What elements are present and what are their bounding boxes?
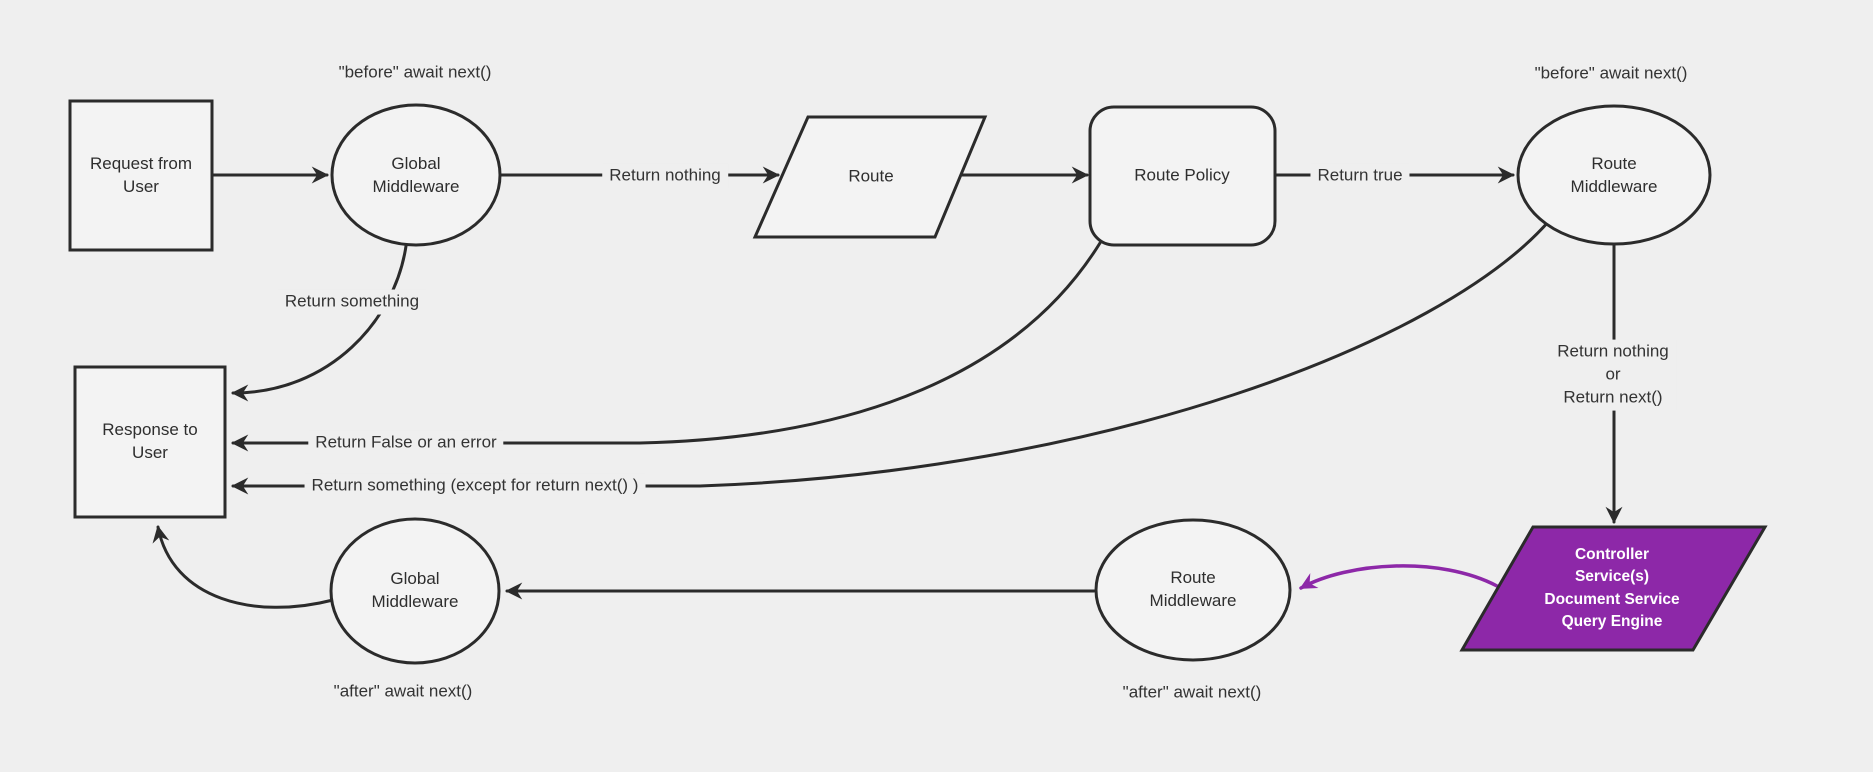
controller-services-label: Controller Service(s) Document Service Q… — [1544, 546, 1680, 631]
after-await-next-global-annotation: "after" await next() — [333, 681, 473, 701]
edge-route-policy-to-response — [231, 241, 1102, 452]
edge-route-middleware-to-response — [231, 219, 1551, 495]
edge-global-middleware-to-response — [231, 244, 408, 402]
return-something-edge-label: Return something — [277, 289, 427, 315]
request-from-user-label: Request from User — [89, 154, 193, 196]
return-nothing-or-next-edge-label: Return nothing or Return next() — [1550, 339, 1676, 411]
before-await-next-route-annotation: "before" await next() — [1534, 63, 1688, 83]
global-middleware-bottom-label: Global Middleware — [371, 569, 459, 611]
node-controller-services — [1459, 525, 1768, 652]
node-request-from-user — [68, 99, 214, 252]
edge-global-middleware-bottom-to-response — [152, 525, 335, 609]
route-middleware-top-label: Route Middleware — [1570, 154, 1658, 196]
edge-controller-to-route-middleware-bottom — [1299, 564, 1499, 590]
return-nothing-edge-label: Return nothing — [602, 163, 728, 189]
node-route-policy — [1088, 105, 1277, 247]
after-await-next-route-annotation: "after" await next() — [1122, 682, 1262, 702]
node-global-middleware-top — [330, 103, 502, 247]
return-false-or-error-edge-label: Return False or an error — [308, 430, 504, 456]
node-response-to-user — [73, 365, 227, 519]
return-true-edge-label: Return true — [1310, 163, 1410, 189]
route-label: Route — [848, 166, 894, 186]
response-to-user-label: Response to User — [102, 420, 198, 462]
node-global-middleware-bottom — [329, 517, 501, 665]
node-route-middleware-bottom — [1094, 518, 1292, 662]
node-route — [752, 115, 988, 239]
node-route-middleware-top — [1516, 104, 1712, 246]
route-middleware-bottom-label: Route Middleware — [1149, 568, 1237, 610]
route-policy-label: Route Policy — [1134, 165, 1230, 185]
before-await-next-global-annotation: "before" await next() — [338, 62, 492, 82]
return-something-except-edge-label: Return something (except for return next… — [304, 473, 646, 499]
global-middleware-top-label: Global Middleware — [372, 154, 460, 196]
